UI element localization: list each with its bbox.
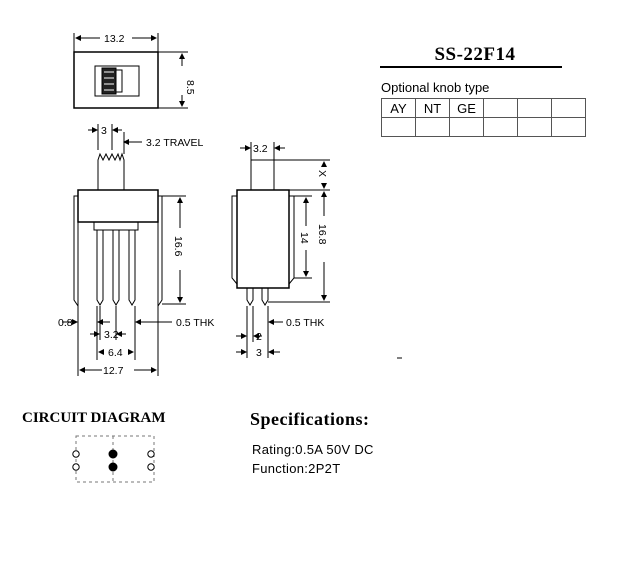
knob-type-cell (483, 98, 518, 118)
dim-body-height: 16.6 (172, 236, 184, 257)
top-view (73, 33, 188, 109)
dim-overall-width: 12.7 (103, 365, 124, 377)
knob-type-cell: GE (449, 98, 484, 118)
dim-side-total: 16.8 (316, 224, 328, 245)
spec-function: Function:2P2T (252, 461, 341, 476)
knob-empty-cell (449, 117, 484, 137)
dim-knob-width: 3 (101, 125, 107, 137)
dim-side-thk: 0.5 THK (286, 317, 324, 329)
dim-side-body: 14 (298, 232, 310, 244)
knob-empty-cell (517, 117, 552, 137)
knob-caption: Optional knob type (381, 80, 490, 95)
dim-top-height: 8.5 (184, 80, 196, 95)
dim-side-x: X (316, 170, 328, 177)
knob-type-cell: AY (381, 98, 416, 118)
dim-pin-left: 0.8 (58, 317, 73, 329)
dim-travel: 3.2 TRAVEL (146, 137, 204, 149)
front-view (62, 124, 186, 376)
knob-type-cell: NT (415, 98, 450, 118)
dim-pin-thk-front: 0.5 THK (176, 317, 214, 329)
dim-pin-spacing: 3.2 (104, 329, 119, 341)
knob-empty-cell (483, 117, 518, 137)
knob-type-table: AY NT GE (381, 98, 586, 137)
knob-empty-cell (415, 117, 450, 137)
model-title: SS-22F14 (434, 44, 516, 65)
side-view (231, 142, 330, 358)
dim-side-base: 3 (256, 347, 262, 359)
dim-side-knob: 3.2 (253, 143, 268, 155)
circuit-diagram-title: CIRCUIT DIAGRAM (22, 410, 166, 426)
knob-type-cell (517, 98, 552, 118)
specifications-title: Specifications: (250, 409, 370, 429)
knob-type-cell (551, 98, 586, 118)
dim-side-pin: 2 (256, 331, 262, 343)
title-underline (380, 66, 562, 68)
knob-empty-cell (381, 117, 416, 137)
knob-empty-cell (551, 117, 586, 137)
spec-rating: Rating:0.5A 50V DC (252, 442, 374, 457)
dim-top-width: 13.2 (104, 33, 125, 45)
dim-pin-span: 6.4 (108, 347, 123, 359)
circuit-schematic (72, 435, 155, 483)
